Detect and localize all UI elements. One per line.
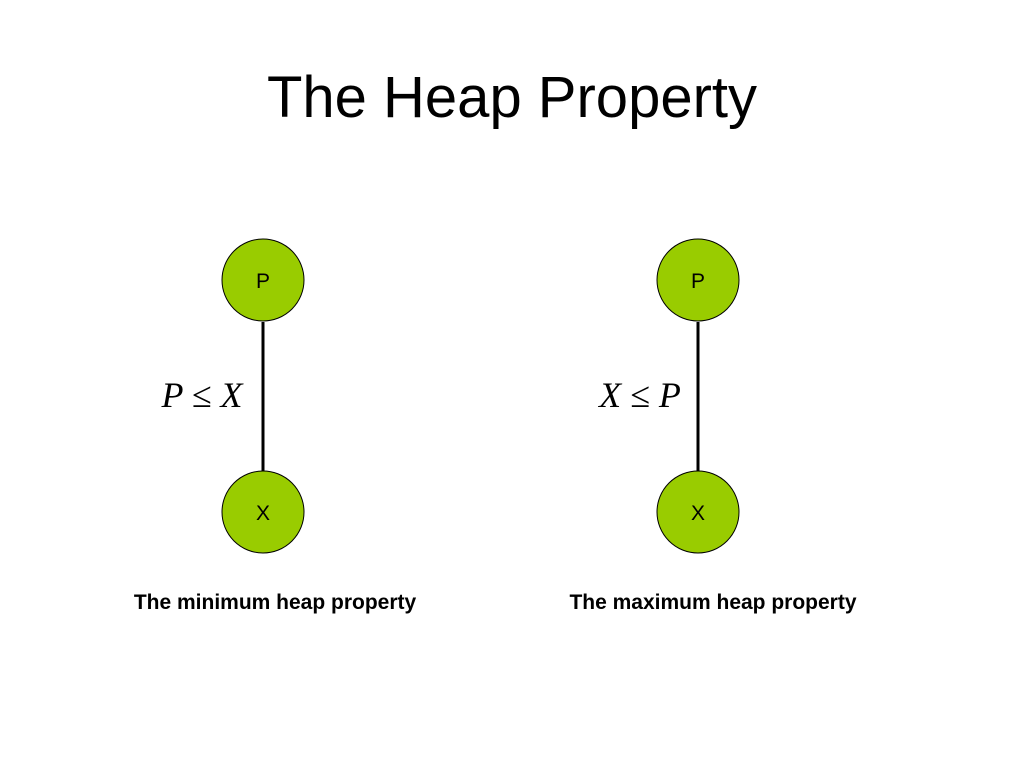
max-heap-diagram: P X X ≤ P [597, 238, 740, 554]
min-heap-child-node [221, 470, 305, 554]
min-heap-child-label: X [256, 502, 270, 525]
max-heap-child-label: X [691, 502, 705, 525]
max-heap-relation: X ≤ P [597, 375, 681, 415]
min-heap-parent-label: P [256, 270, 270, 293]
max-heap-caption: The maximum heap property [569, 591, 857, 614]
max-heap-parent-label: P [691, 270, 705, 293]
max-heap-child-node [656, 470, 740, 554]
min-heap-relation: P ≤ X [160, 375, 244, 415]
min-heap-diagram: P X P ≤ X [160, 238, 305, 554]
min-heap-parent-node [221, 238, 305, 322]
max-heap-parent-node [656, 238, 740, 322]
slide-title: The Heap Property [266, 65, 758, 130]
min-heap-caption: The minimum heap property [133, 591, 417, 614]
